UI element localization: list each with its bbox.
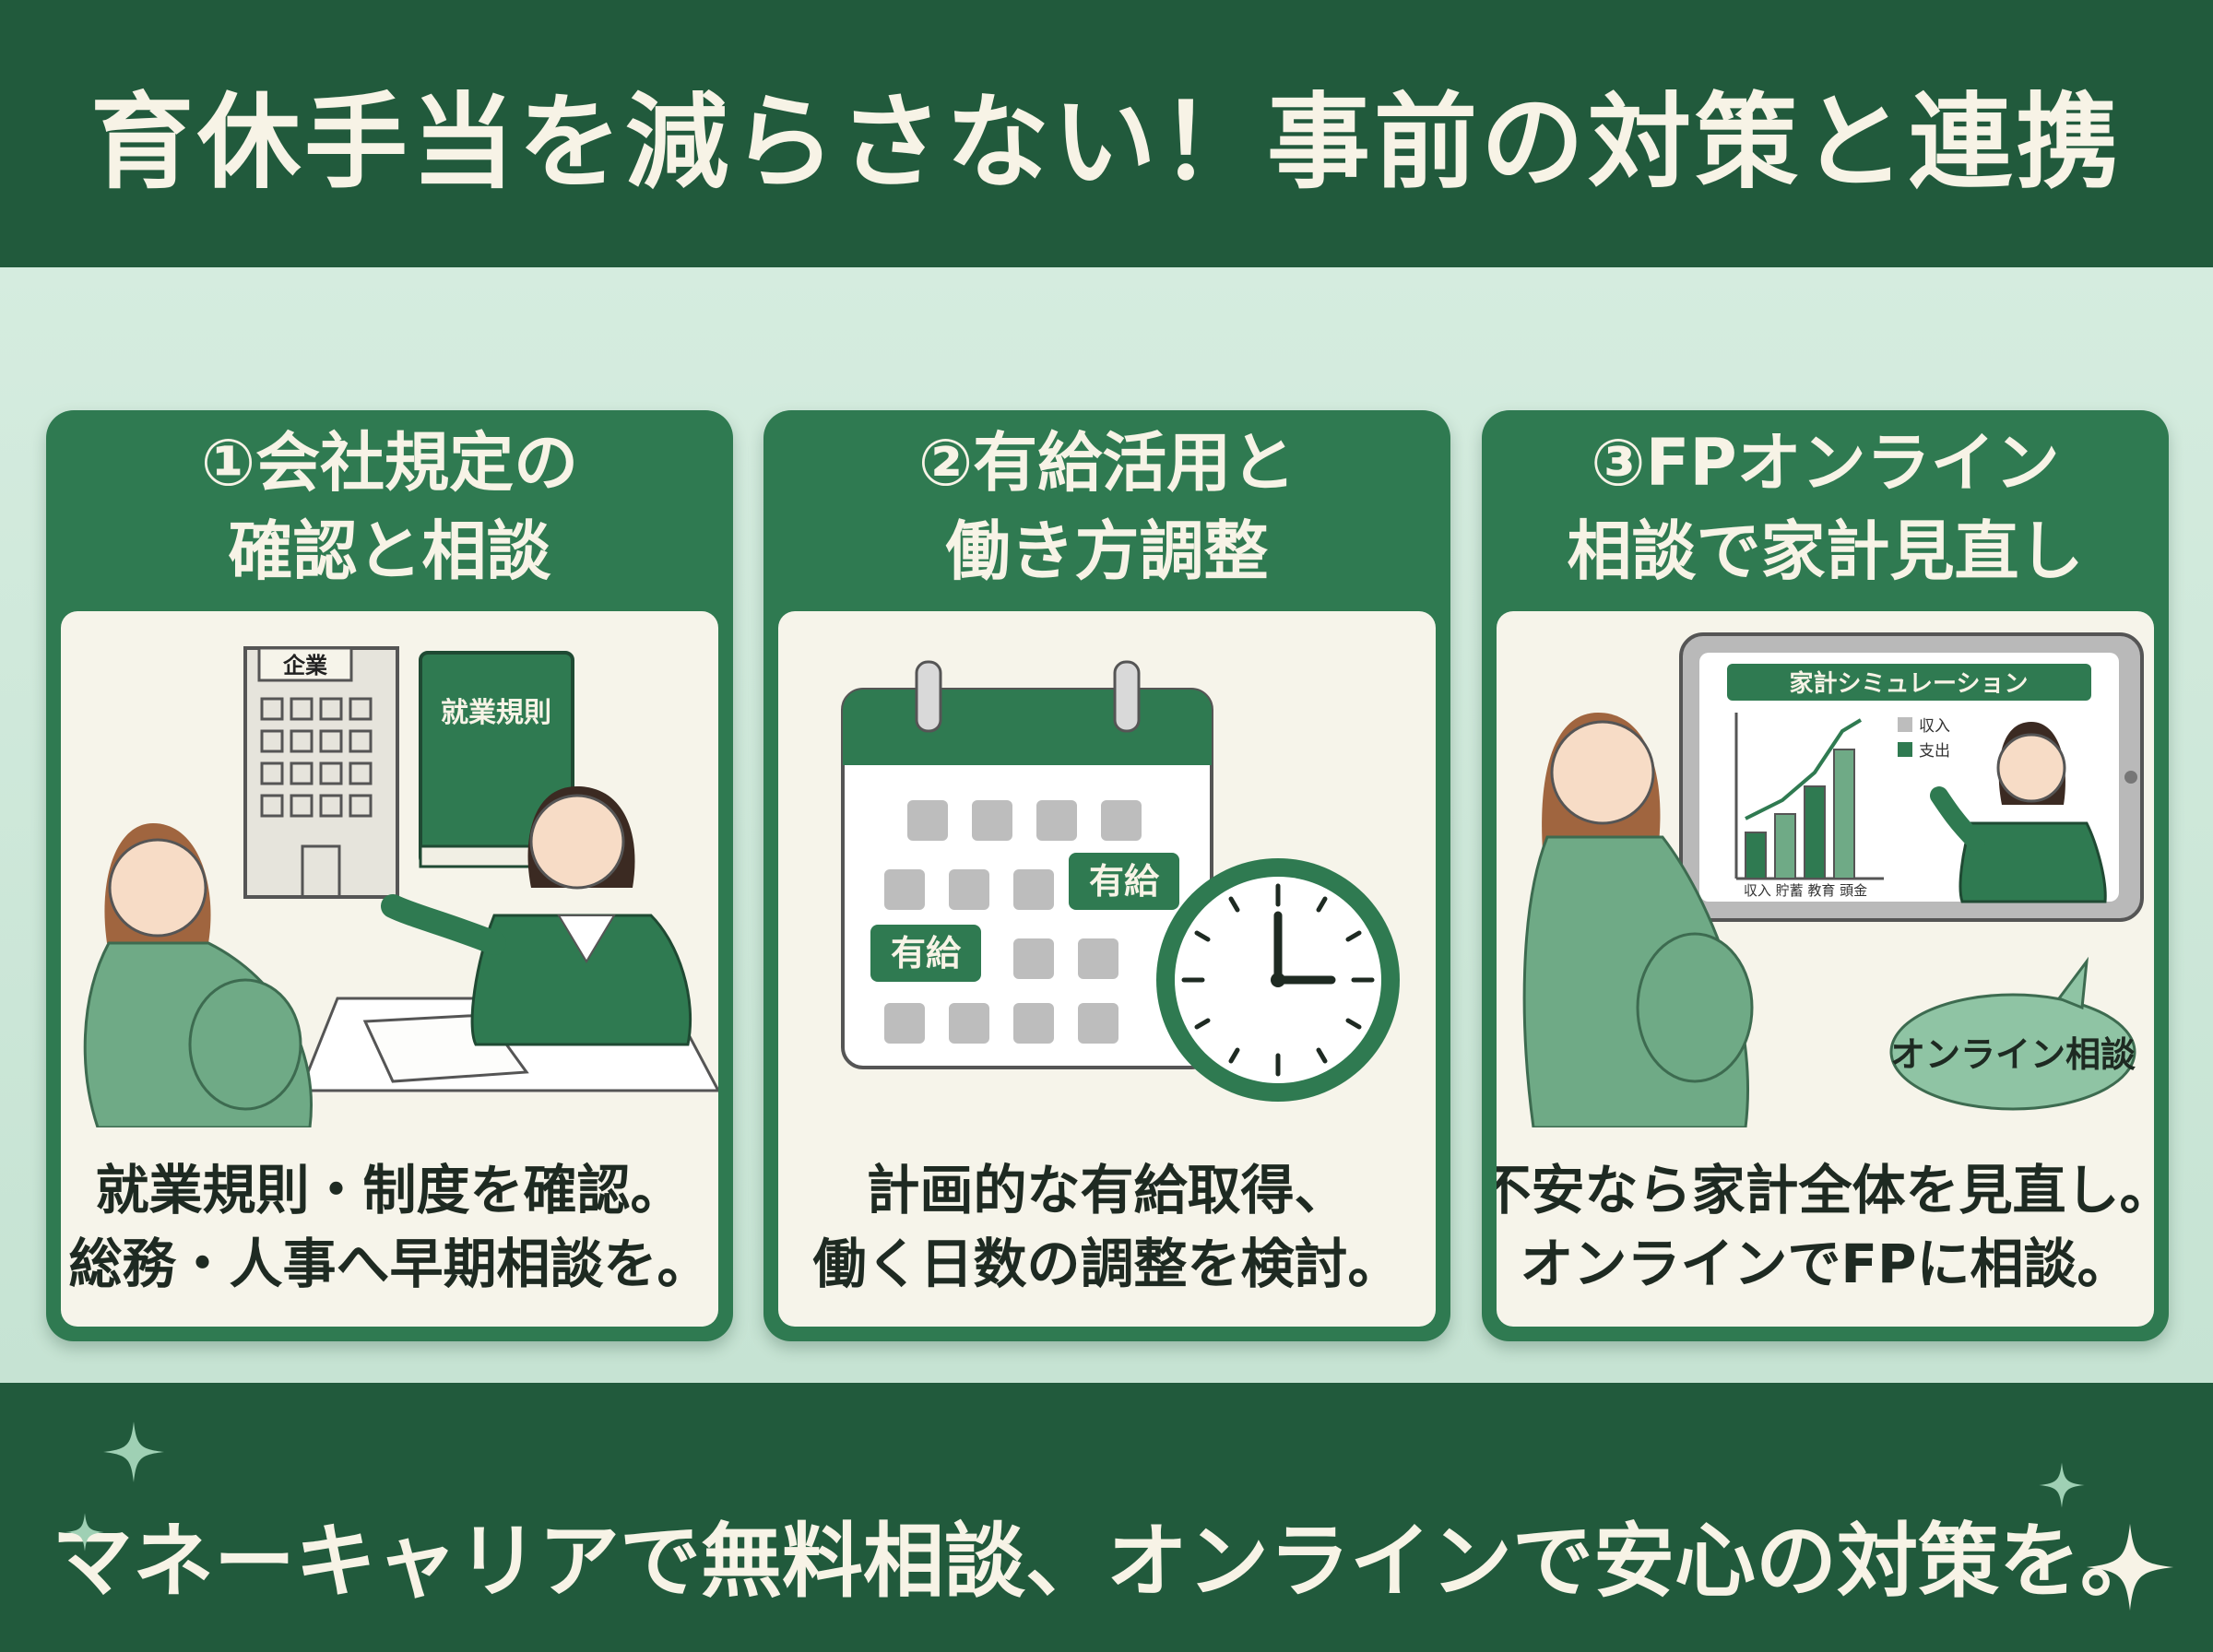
card-caption: 就業規則・制度を確認。 総務・人事へ早期相談を。 (61, 1127, 718, 1327)
sparkle-icon (103, 1422, 164, 1482)
card-company-rules: ①会社規定の 確認と相談 企業 就業規則 (46, 410, 733, 1341)
card-title-line: 確認と相談 (228, 513, 551, 589)
page-header: 育休手当を減らさない！事前の対策と連携 (0, 0, 2213, 267)
card-body: 有給 有給 計画的な有給取得、 (778, 611, 1436, 1327)
footer-message: マネーキャリアで無料相談、オンラインで安心の対策を。 (51, 1513, 2161, 1609)
card-caption: 不安なら家計全体を見直し。 オンラインでFPに相談。 (1497, 1127, 2154, 1327)
bar-chart-icon (1734, 713, 1884, 880)
building-sign: 企業 (283, 653, 327, 678)
tablet-icon: 家計シミュレーション 収入 貯蓄 教育 頭金 収入 支出 (1679, 632, 2144, 922)
card-title-line: ①会社規定の (200, 425, 579, 501)
caption-line: 就業規則・制度を確認。 (95, 1159, 684, 1221)
pregnant-woman-icon (1522, 713, 1754, 1127)
caption-line: 総務・人事へ早期相談を。 (68, 1233, 711, 1295)
card-title-line: ③FPオンライン (1591, 425, 2060, 501)
calendar-icon: 有給 有給 (841, 660, 1213, 1069)
card-fp-online: ③FPオンライン 相談で家計見直し 家計シミュレーション 収入 (1482, 410, 2169, 1341)
caption-line: 不安なら家計全体を見直し。 (1497, 1159, 2154, 1221)
axis-labels: 収入 貯蓄 教育 頭金 (1744, 882, 1867, 899)
card-title-line: ②有給活用と (917, 425, 1296, 501)
online-consultation-illustration: 家計シミュレーション 収入 貯蓄 教育 頭金 収入 支出 (1522, 632, 2144, 1127)
caption-line: オンラインでFPに相談。 (1520, 1233, 2131, 1295)
legend-expense: 支出 (1919, 742, 1950, 761)
staff-woman-icon (381, 786, 692, 1046)
sparkle-icon (2086, 1523, 2174, 1611)
sparkle-icon (65, 1513, 104, 1552)
caption-line: 働く日数の調整を検討。 (812, 1233, 1402, 1295)
bubble-text: オンライン相談 (1890, 1034, 2136, 1075)
paid-leave-tag: 有給 (1089, 861, 1160, 902)
pregnant-woman-icon (83, 823, 313, 1127)
paid-leave-tag: 有給 (891, 933, 962, 974)
card-title: ③FPオンライン 相談で家計見直し (1482, 410, 2169, 604)
advisor-woman-icon (1930, 722, 2107, 903)
card-title: ②有給活用と 働き方調整 (763, 410, 1450, 604)
legend-income: 収入 (1919, 717, 1950, 736)
speech-bubble-icon: オンライン相談 (1889, 956, 2136, 1111)
screen-title: 家計シミュレーション (1790, 669, 2029, 698)
calendar-clock-illustration: 有給 有給 (841, 660, 1400, 1102)
card-title-line: 働き方調整 (945, 513, 1269, 589)
card-body: 企業 就業規則 (61, 611, 718, 1327)
card-body: 家計シミュレーション 収入 貯蓄 教育 頭金 収入 支出 (1497, 611, 2154, 1327)
card-title-line: 相談で家計見直し (1567, 513, 2084, 589)
consultation-illustration: 企業 就業規則 (83, 646, 718, 1127)
page-title: 育休手当を減らさない！事前の対策と連携 (90, 83, 2123, 203)
sparkle-icon (2039, 1462, 2085, 1508)
card-paid-leave: ②有給活用と 働き方調整 有給 有給 (763, 410, 1450, 1341)
page-footer: マネーキャリアで無料相談、オンラインで安心の対策を。 (0, 1383, 2213, 1652)
caption-line: 計画的な有給取得、 (866, 1159, 1348, 1221)
card-caption: 計画的な有給取得、 働く日数の調整を検討。 (778, 1127, 1436, 1327)
card-title: ①会社規定の 確認と相談 (46, 410, 733, 604)
book-title: 就業規則 (441, 697, 551, 729)
clock-icon (1156, 858, 1400, 1102)
office-building-icon: 企業 (243, 646, 399, 899)
